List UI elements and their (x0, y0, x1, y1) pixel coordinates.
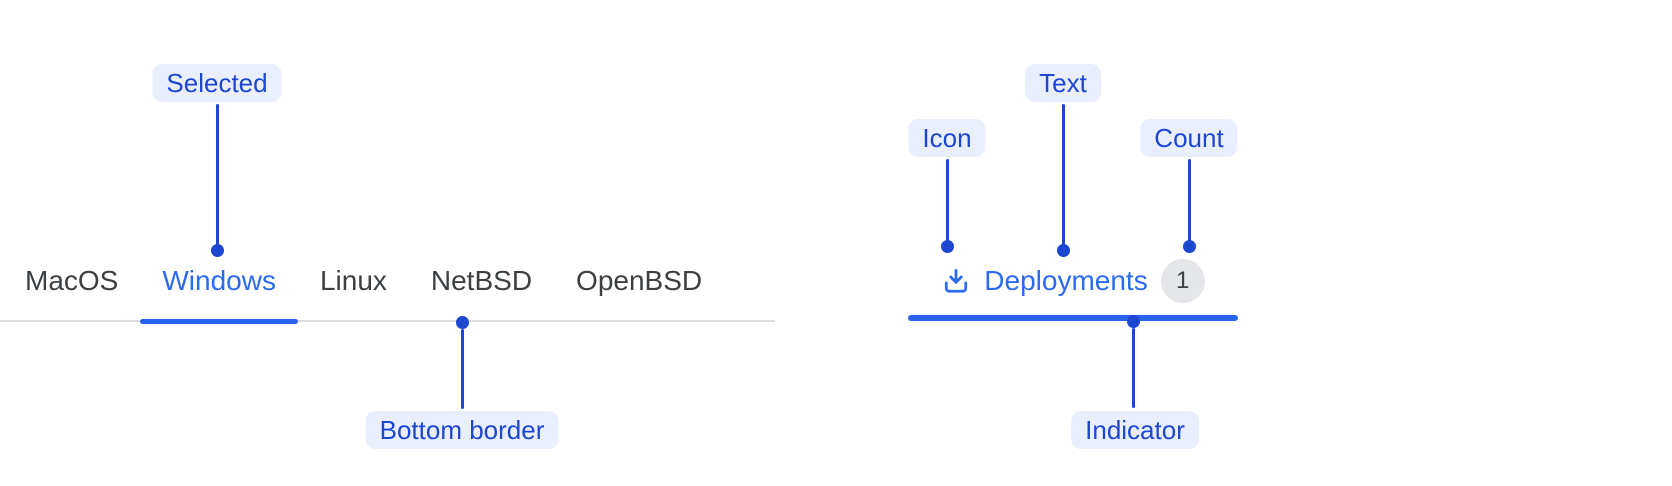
tab-linux[interactable]: Linux (298, 252, 409, 310)
callout-selected-label: Selected (152, 64, 282, 102)
callout-icon-label: Icon (908, 119, 986, 157)
callout-indicator-dot (1126, 314, 1140, 328)
callout-selected-line (215, 104, 219, 245)
tab-label: Linux (319, 265, 387, 296)
callout-selected-dot (210, 244, 224, 257)
deployments-tab-indicator (908, 315, 1238, 321)
tab-label: MacOS (25, 265, 119, 296)
callout-icon-dot (940, 240, 954, 253)
tab-bar-bottom-border (0, 320, 775, 322)
callout-bottom-border-dot (455, 315, 469, 329)
tab-label: OpenBSD (576, 265, 703, 296)
selected-tab-indicator (140, 319, 298, 324)
tab-label: Windows (162, 265, 276, 296)
callout-bottom-border-label: Bottom border (365, 411, 559, 449)
callout-text-line (1061, 104, 1065, 246)
callout-text-dot (1056, 244, 1070, 257)
callout-indicator-line (1131, 328, 1135, 408)
tab-label: NetBSD (430, 265, 533, 296)
count-badge: 1 (1160, 259, 1205, 303)
count-badge-value: 1 (1176, 267, 1190, 294)
callout-count-label: Count (1140, 119, 1238, 157)
callout-bottom-border-line (460, 329, 464, 409)
tab-bar: MacOS Windows Linux NetBSD OpenBSD (3, 252, 724, 324)
download-icon (945, 269, 968, 293)
tab-netbsd[interactable]: NetBSD (409, 252, 554, 310)
callout-icon-line (945, 159, 949, 242)
callout-text-label: Text (1025, 64, 1101, 102)
tab-deployments[interactable]: Deployments 1 (908, 252, 1238, 310)
callout-indicator-label: Indicator (1071, 411, 1199, 449)
callout-count-line (1187, 159, 1191, 242)
tab-macos[interactable]: MacOS (3, 252, 140, 310)
tab-label: Deployments (984, 265, 1148, 296)
tab-openbsd[interactable]: OpenBSD (554, 252, 724, 310)
callout-count-dot (1182, 240, 1196, 253)
tab-windows[interactable]: Windows (140, 252, 298, 324)
